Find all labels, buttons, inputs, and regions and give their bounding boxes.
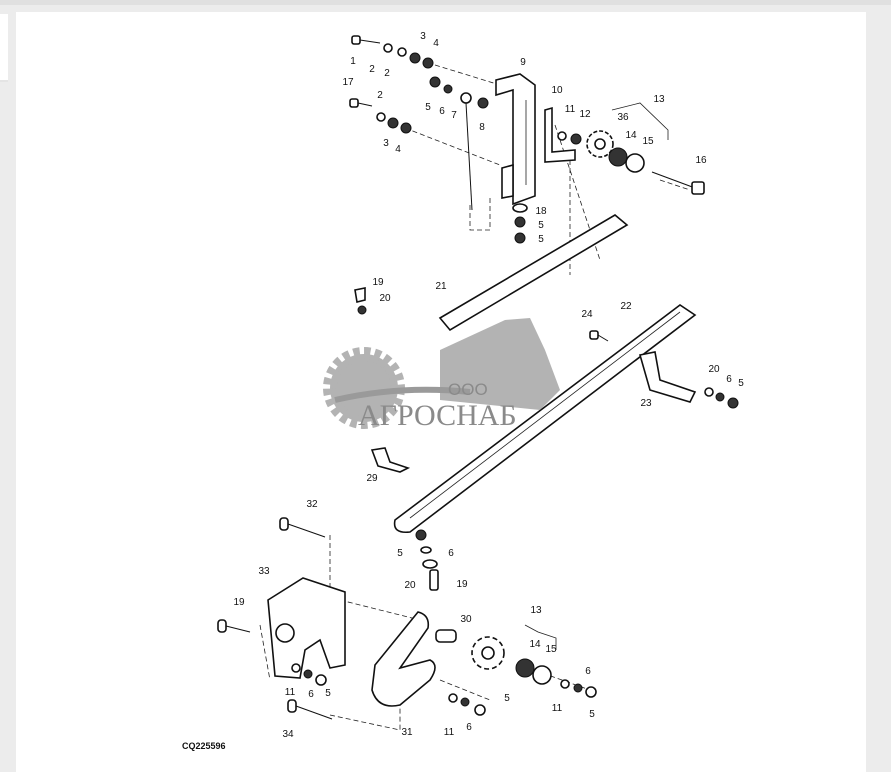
callout: 11: [285, 687, 296, 698]
callout: 5: [538, 234, 544, 245]
callout: 6: [308, 689, 314, 700]
watermark-brand: АГРОСНАБ: [358, 399, 517, 432]
callout: 5: [325, 688, 331, 699]
callout: 6: [439, 106, 445, 117]
callout: 31: [401, 727, 413, 738]
callout: 1: [350, 56, 356, 67]
callout: 15: [642, 136, 654, 147]
callout: 13: [530, 605, 542, 616]
callout: 12: [579, 109, 591, 120]
callout: 19: [456, 579, 468, 590]
callout: 14: [529, 639, 541, 650]
callout: 15: [545, 644, 557, 655]
callout: 11: [565, 104, 576, 115]
callout: 33: [258, 566, 270, 577]
callout: 32: [306, 499, 318, 510]
callout-labels: 1 2 2 3 4 17 2 3 4 5 6 7 8 9 10 11 12 36…: [233, 31, 744, 740]
callout: 5: [504, 693, 510, 704]
callout: 23: [640, 398, 652, 409]
callout: 14: [625, 130, 637, 141]
agrosnab-watermark-logo: ООО АГРОСНАБ: [323, 318, 560, 432]
callout: 36: [617, 112, 629, 123]
callout: 6: [726, 374, 732, 385]
callout: 9: [520, 57, 526, 68]
callout: 34: [282, 729, 294, 740]
callout: 6: [585, 666, 591, 677]
callout: 5: [425, 102, 431, 113]
assembly-lines: [259, 64, 691, 731]
callout: 4: [395, 144, 401, 155]
callout: 20: [404, 580, 416, 591]
callout: 19: [372, 277, 384, 288]
callout: 3: [383, 138, 389, 149]
callout: 20: [379, 293, 391, 304]
callout: 11: [444, 727, 455, 738]
callout: 5: [397, 548, 403, 559]
callout: 5: [738, 378, 744, 389]
upper-assembly: [349, 35, 705, 244]
callout: 30: [460, 614, 472, 625]
rails: [354, 214, 739, 591]
callout: 29: [366, 473, 378, 484]
callout: 2: [369, 64, 375, 75]
callout: 24: [581, 309, 593, 320]
callout: 5: [589, 709, 595, 720]
callout: 7: [451, 110, 457, 121]
browser-top-bar: [0, 0, 891, 5]
callout: 18: [535, 206, 547, 217]
callout: 2: [377, 90, 383, 101]
callout: 13: [653, 94, 665, 105]
callout: 3: [420, 31, 426, 42]
callout: 22: [620, 301, 632, 312]
callout: 6: [466, 722, 472, 733]
callout: 2: [384, 68, 390, 79]
callout: 10: [551, 85, 563, 96]
callout: 5: [538, 220, 544, 231]
figure-code: CQ225596: [182, 741, 226, 751]
callout: 8: [479, 122, 485, 133]
callout: 4: [433, 38, 439, 49]
callout: 17: [342, 77, 354, 88]
callout: 19: [233, 597, 245, 608]
lower-assembly: [217, 517, 597, 720]
callout: 11: [552, 703, 563, 714]
callout: 6: [448, 548, 454, 559]
left-side-panel: [0, 14, 8, 82]
callout: 21: [435, 281, 447, 292]
callout: 20: [708, 364, 720, 375]
watermark-prefix: ООО: [448, 380, 488, 399]
callout: 16: [695, 155, 707, 166]
